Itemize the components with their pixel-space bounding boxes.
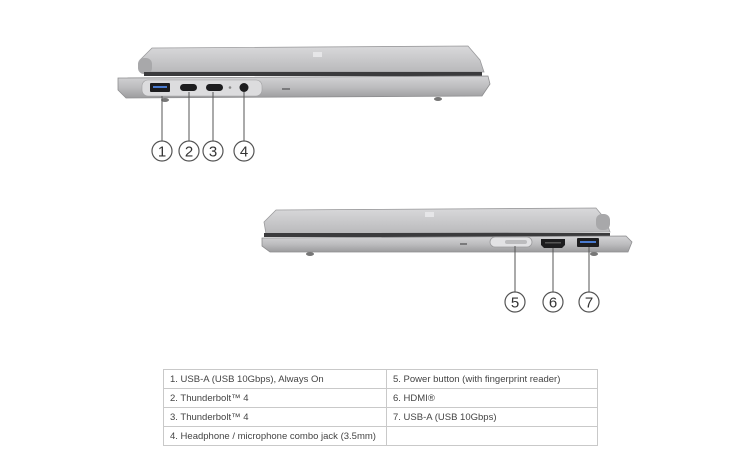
laptop-left-side-view	[117, 45, 491, 102]
rubber-foot	[161, 98, 169, 102]
callout-circles-left: 1 2 3 4	[151, 140, 255, 162]
callout-3	[202, 140, 224, 162]
callout-lines-left	[161, 92, 245, 141]
callout-6	[542, 291, 564, 313]
port-legend-table: 1. USB-A (USB 10Gbps), Always On 5. Powe…	[163, 369, 598, 446]
legend-cell-empty	[386, 426, 598, 446]
legend-row: 4. Headphone / microphone combo jack (3.…	[163, 426, 598, 446]
svg-text:1: 1	[158, 144, 166, 161]
laptop-right-side-view	[261, 207, 633, 256]
lid-top	[263, 207, 611, 235]
rubber-foot	[434, 97, 442, 101]
svg-text:4: 4	[240, 144, 248, 161]
svg-text:7: 7	[585, 295, 593, 312]
lid-seam	[264, 233, 610, 237]
legend-row: 3. Thunderbolt™ 4 7. USB-A (USB 10Gbps)	[163, 407, 598, 427]
hinge-cap	[596, 214, 610, 230]
svg-text:5: 5	[511, 295, 519, 312]
rubber-foot	[590, 252, 598, 256]
svg-text:3: 3	[209, 144, 217, 161]
vent-slot	[282, 88, 290, 90]
brand-mark	[313, 52, 322, 57]
port-panel	[141, 79, 263, 97]
legend-cell: 2. Thunderbolt™ 4	[163, 388, 387, 408]
svg-text:6: 6	[549, 295, 557, 312]
thunderbolt-port	[180, 84, 197, 91]
legend-cell: 3. Thunderbolt™ 4	[163, 407, 387, 427]
callout-7	[578, 291, 600, 313]
lid-seam	[144, 72, 482, 76]
status-led	[228, 86, 232, 89]
base-side	[261, 235, 633, 253]
callout-1	[151, 140, 173, 162]
callout-circles-right: 5 6 7	[504, 291, 600, 313]
legend-cell: 4. Headphone / microphone combo jack (3.…	[163, 426, 387, 446]
callout-2	[178, 140, 200, 162]
brand-mark	[425, 212, 434, 217]
legend-cell: 7. USB-A (USB 10Gbps)	[386, 407, 598, 427]
thunderbolt-port	[206, 84, 223, 91]
callout-4	[233, 140, 255, 162]
legend-cell: 1. USB-A (USB 10Gbps), Always On	[163, 369, 387, 389]
callout-lines-right	[514, 246, 590, 292]
audio-jack	[239, 83, 249, 92]
legend-row: 2. Thunderbolt™ 4 6. HDMI®	[163, 388, 598, 408]
callout-5	[504, 291, 526, 313]
vent-slot	[460, 243, 467, 245]
legend-row: 1. USB-A (USB 10Gbps), Always On 5. Powe…	[163, 369, 598, 389]
lid-top	[139, 45, 485, 73]
rubber-foot	[306, 252, 314, 256]
svg-text:2: 2	[185, 144, 193, 161]
hinge-cap	[138, 58, 152, 74]
legend-cell: 5. Power button (with fingerprint reader…	[386, 369, 598, 389]
legend-cell: 6. HDMI®	[386, 388, 598, 408]
